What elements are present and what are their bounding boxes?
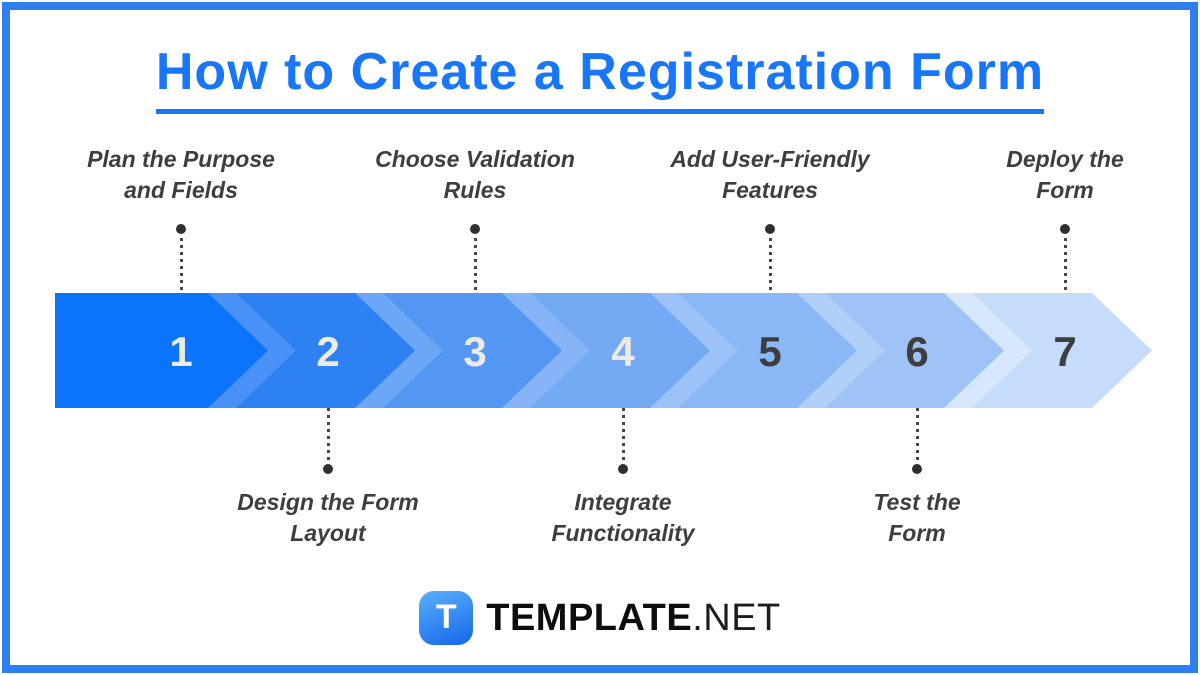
connector-line-4 (621, 408, 625, 463)
template-net-logo-icon: T (419, 591, 474, 645)
connector-dot-6 (912, 464, 922, 474)
connector-dot-2 (323, 464, 333, 474)
connector-line-3 (473, 238, 477, 293)
logo-letter: T (435, 597, 457, 636)
connector-dot-3 (470, 224, 480, 234)
brand-wordmark: TEMPLATE.NET (486, 597, 781, 640)
step-label-line: Integrate (574, 489, 672, 515)
brand-name-tld: .NET (692, 596, 781, 639)
step-label-1: Plan the Purpose and Fields (31, 140, 331, 206)
brand-name-bold: TEMPLATE (486, 596, 693, 639)
connector-dot-4 (618, 464, 628, 474)
step-label-line: Features (722, 177, 818, 203)
connector-dot-7 (1060, 224, 1070, 234)
brand-footer: T TEMPLATE.NET (0, 591, 1200, 645)
step-label-line: Rules (443, 177, 507, 203)
step-number-6: 6 (905, 327, 929, 375)
step-label-line: Add User-Friendly (670, 146, 870, 172)
step-label-line: and Fields (124, 177, 238, 203)
connector-dot-5 (765, 224, 775, 234)
title-wrap: How to Create a Registration Form (0, 42, 1200, 114)
step-label-line: Test the (873, 489, 961, 515)
step-label-line: Layout (290, 520, 366, 546)
process-arrow: 1 2 3 4 5 6 7 (55, 293, 1165, 408)
step-label-line: Functionality (551, 520, 695, 546)
step-number-3: 3 (463, 327, 487, 375)
step-number-2: 2 (316, 327, 340, 375)
step-label-line: Deploy the (1006, 146, 1124, 172)
connector-line-2 (326, 408, 330, 463)
connector-line-7 (1063, 238, 1067, 293)
step-number-4: 4 (611, 327, 635, 375)
step-label-line: Form (1036, 177, 1094, 203)
step-label-line: Choose Validation (375, 146, 575, 172)
step-label-line: Design the Form (237, 489, 419, 515)
step-label-line: Form (888, 520, 946, 546)
step-number-1: 1 (169, 327, 193, 375)
step-number-7: 7 (1053, 327, 1077, 375)
page-title: How to Create a Registration Form (155, 42, 1045, 114)
connector-line-6 (915, 408, 919, 463)
connector-line-1 (179, 238, 183, 293)
connector-line-5 (768, 238, 772, 293)
connector-dot-1 (176, 224, 186, 234)
step-label-line: Plan the Purpose (87, 146, 275, 172)
step-number-5: 5 (758, 327, 782, 375)
